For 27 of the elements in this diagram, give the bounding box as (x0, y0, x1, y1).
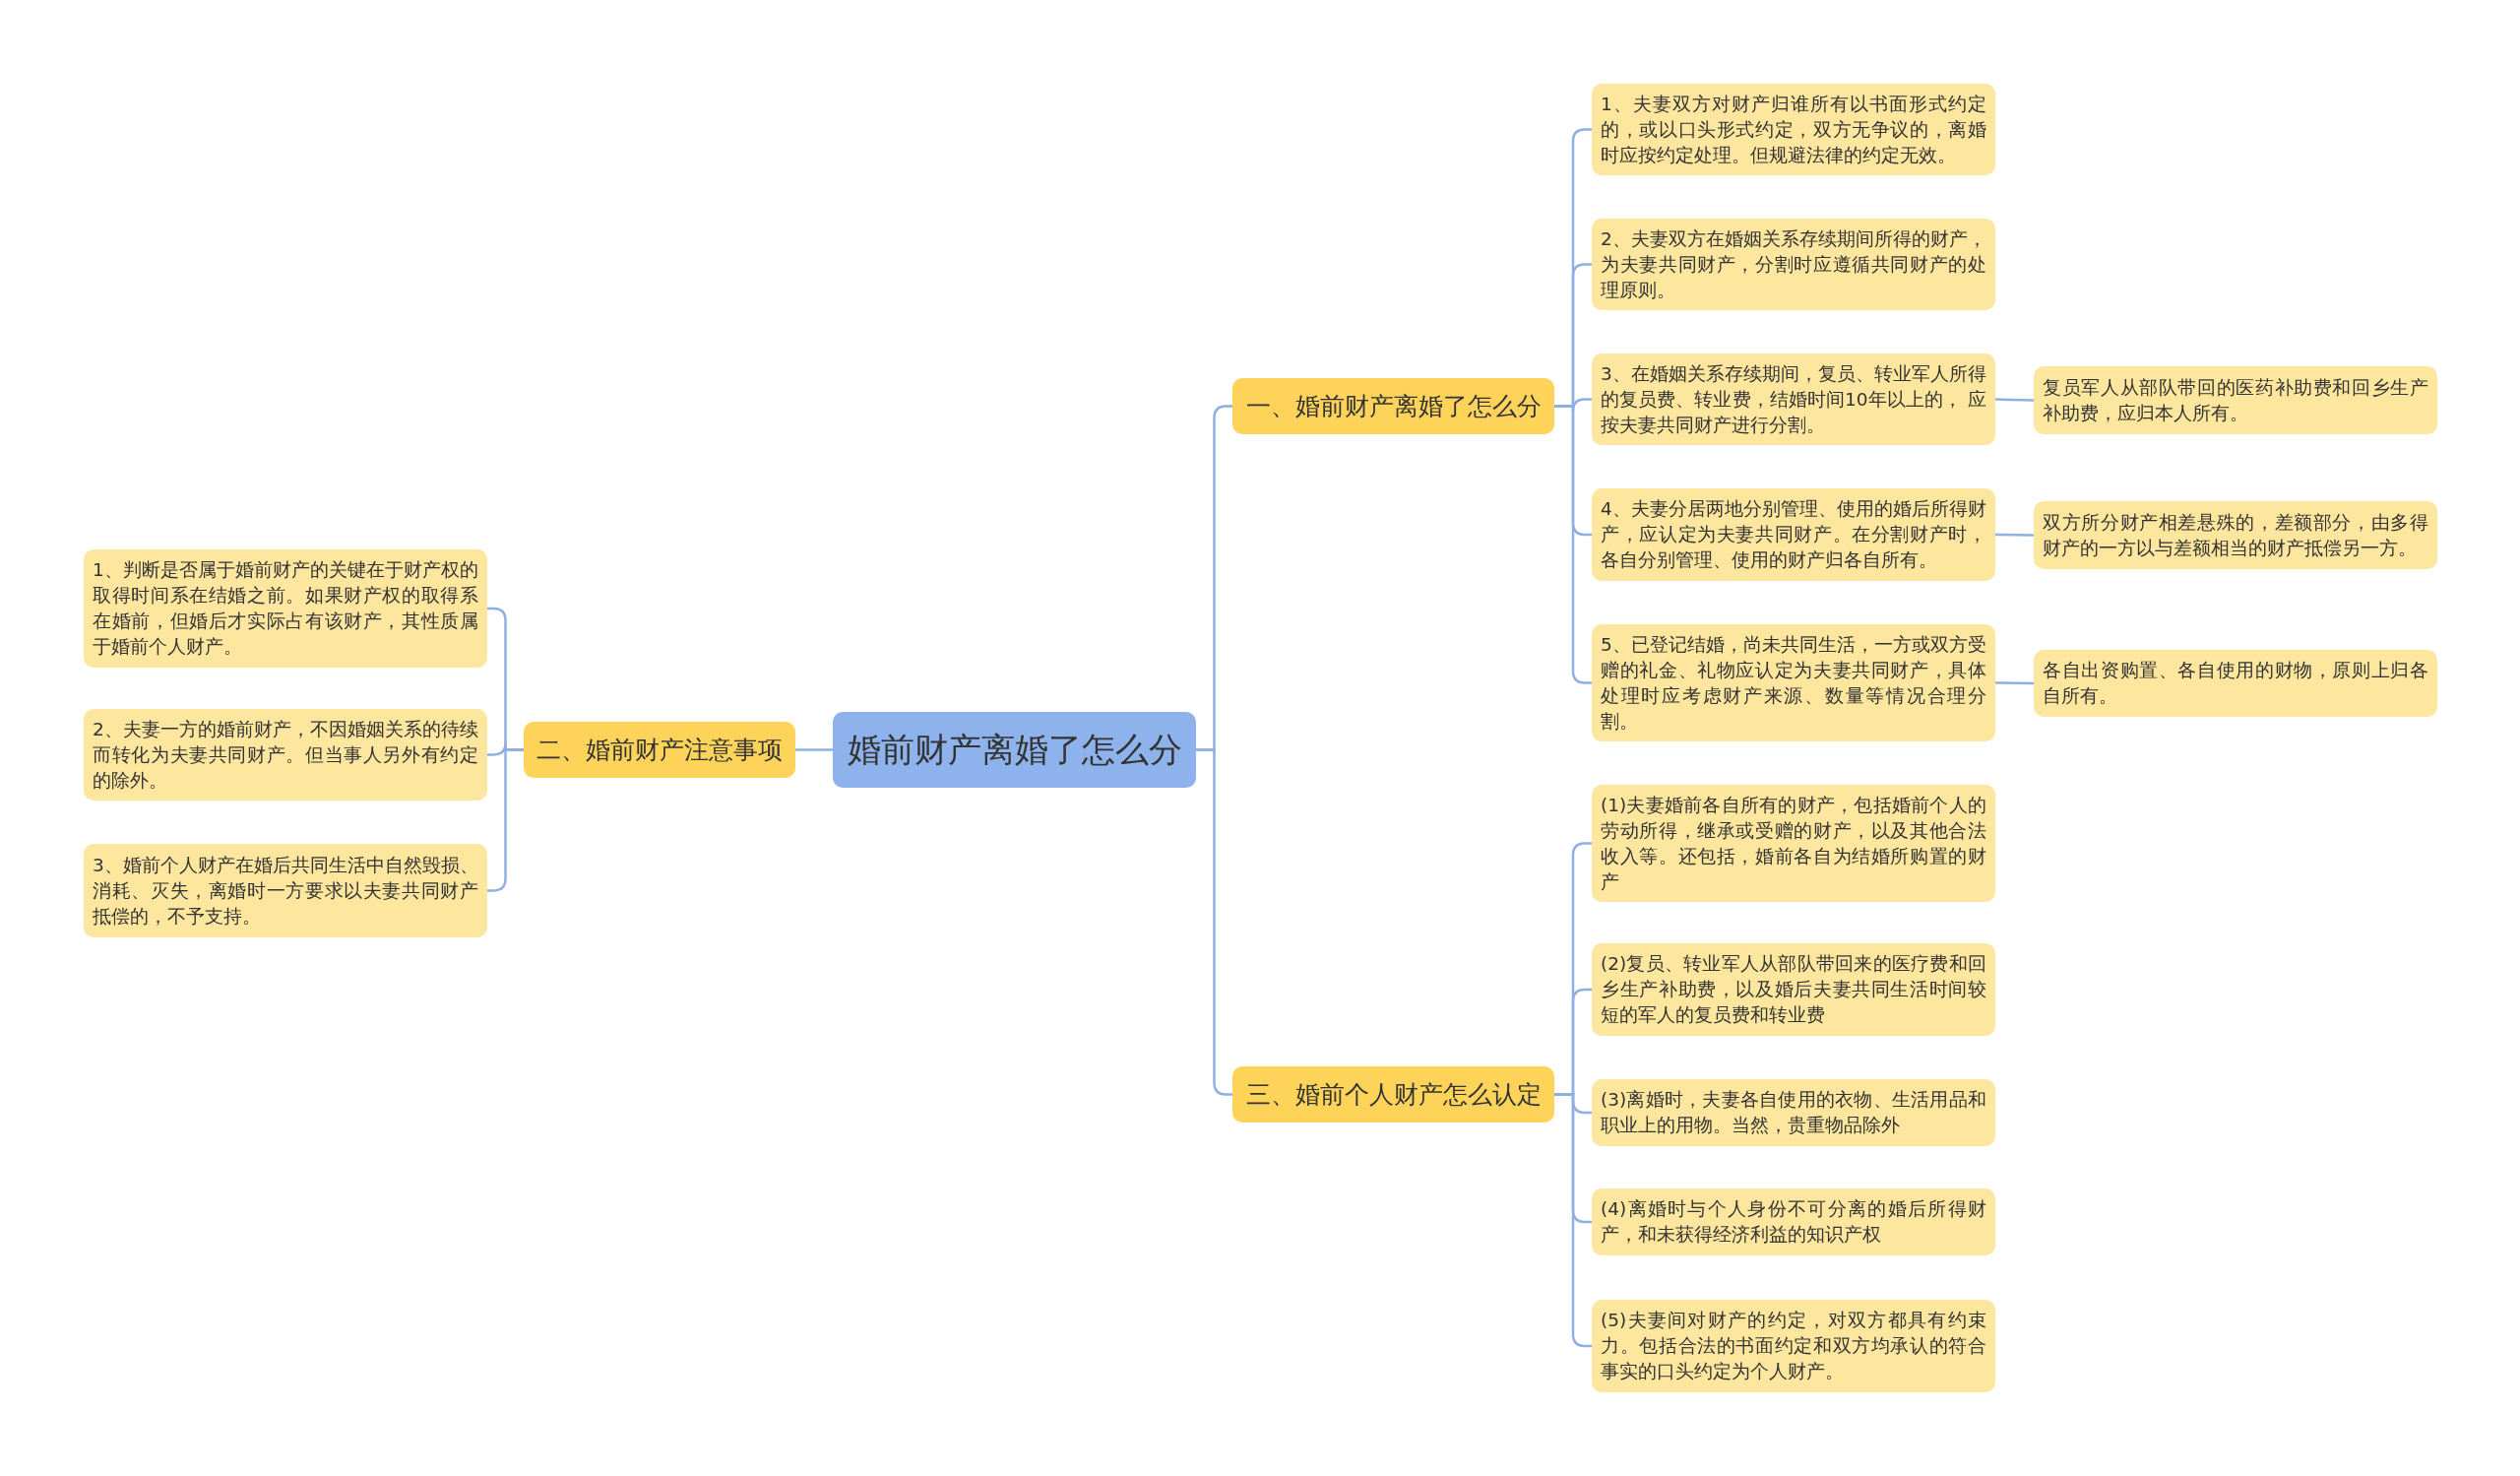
note-box: 复员军人从部队带回的医药补助费和回乡生产补助费，应归本人所有。 (2034, 366, 2437, 434)
note-box: 2、夫妻一方的婚前财产，不因婚姻关系的待续而转化为夫妻共同财产。但当事人另外有约定的除外。 (84, 709, 487, 801)
note-box: (1)夫妻婚前各自所有的财产，包括婚前个人的劳动所得，继承或受赠的财产，以及其他合法收入等。还包括，婚前各自为结婚所购置的财产 (1592, 785, 1995, 902)
note-box: 3、婚前个人财产在婚后共同生活中自然毁损、消耗、灭失，离婚时一方要求以夫妻共同财产抵偿的，不予支持。 (84, 844, 487, 937)
connector (1995, 681, 2034, 685)
connector (1994, 398, 2035, 402)
note-box: 1、夫妻双方对财产归谁所有以书面形式约定的，或以口头形式约定，双方无争议的，离婚时应按约定处理。但规避法律的约定无效。 (1592, 84, 1995, 175)
topic-box: 三、婚前个人财产怎么认定 (1232, 1066, 1554, 1123)
note-box: 2、夫妻双方在婚姻关系存续期间所得的财产，为夫妻共同财产，分割时应遵循共同财产的处理原则。 (1592, 219, 1995, 310)
connector (1554, 1093, 1592, 1348)
note-box: (4)离婚时与个人身份不可分离的婚后所得财产，和未获得经济利益的知识产权 (1592, 1188, 1995, 1255)
topic-box: 二、婚前财产注意事项 (524, 722, 795, 778)
central-topic-box: 婚前财产离婚了怎么分 (833, 712, 1196, 788)
note-box: 双方所分财产相差悬殊的，差额部分，由多得财产的一方以与差额相当的财产抵偿另一方。 (2034, 501, 2437, 569)
note-box: 5、已登记结婚，尚未共同生活，一方或双方受赠的礼金、礼物应认定为夫妻共同财产，具体处理时应考虑财产来源、数量等情况合理分割。 (1592, 624, 1995, 741)
connector (795, 748, 833, 751)
connector (1196, 748, 1232, 1096)
note-box: (3)离婚时，夫妻各自使用的衣物、生活用品和职业上的用物。当然，贵重物品除外 (1592, 1079, 1995, 1146)
connector (487, 748, 524, 892)
note-box: (5)夫妻间对财产的约定，对双方都具有约束力。包括合法的书面约定和双方均承认的符合事实的口头约定为个人财产。 (1592, 1300, 1995, 1392)
note-box: 各自出资购置、各自使用的财物，原则上归各自所有。 (2034, 650, 2437, 717)
note-box: 3、在婚姻关系存续期间，复员、转业军人所得的复员费、转业费，结婚时间10年以上的， 应按夫妻共同财产进行分割。 (1592, 353, 1995, 445)
note-box: 4、夫妻分居两地分别管理、使用的婚后所得财产，应认定为夫妻共同财产。在分割财产时，各自分别管理、使用的财产归各自所有。 (1592, 488, 1995, 581)
note-box: 1、判断是否属于婚前财产的关键在于财产权的取得时间系在结婚之前。如果财产权的取得系在婚前，但婚后才实际占有该财产，其性质属于婚前个人财产。 (84, 549, 487, 668)
note-box: (2)复员、转业军人从部队带回来的医疗费和回乡生产补助费，以及婚后夫妻共同生活时间较短的军人的复员费和转业费 (1592, 943, 1995, 1036)
topic-box: 一、婚前财产离婚了怎么分 (1232, 378, 1554, 434)
connector (1995, 533, 2034, 537)
